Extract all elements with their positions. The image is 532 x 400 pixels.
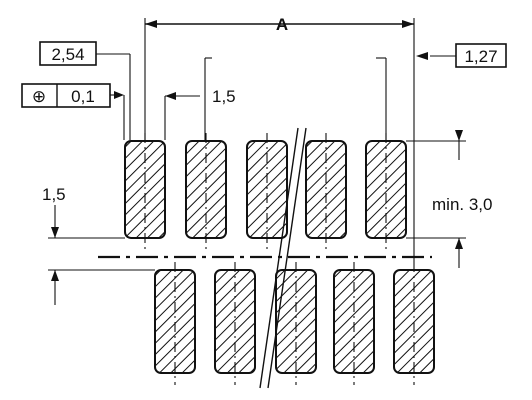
pad-centerlines bbox=[144, 133, 415, 385]
pad-width-dimension bbox=[164, 57, 212, 140]
tolerance-symbol: ⊕ bbox=[32, 87, 46, 106]
edge-offset-label: 1,27 bbox=[464, 47, 497, 66]
row-gap-label: 1,5 bbox=[42, 185, 66, 204]
min-length-label: min. 3,0 bbox=[432, 195, 492, 214]
pitch-label: 2,54 bbox=[51, 45, 84, 64]
upper-pad-row bbox=[124, 140, 407, 239]
tolerance-value: 0,1 bbox=[71, 87, 95, 106]
min-length-dimension bbox=[406, 130, 466, 268]
pitch-leader bbox=[96, 53, 131, 140]
tolerance-leader bbox=[110, 91, 125, 140]
dimension-a-label: A bbox=[276, 15, 288, 34]
lower-pad-row bbox=[154, 269, 435, 374]
dimension-a bbox=[144, 18, 415, 262]
row-gap-dimension bbox=[48, 205, 155, 305]
pad-width-label: 1,5 bbox=[212, 87, 236, 106]
edge-offset-leader bbox=[376, 52, 456, 140]
